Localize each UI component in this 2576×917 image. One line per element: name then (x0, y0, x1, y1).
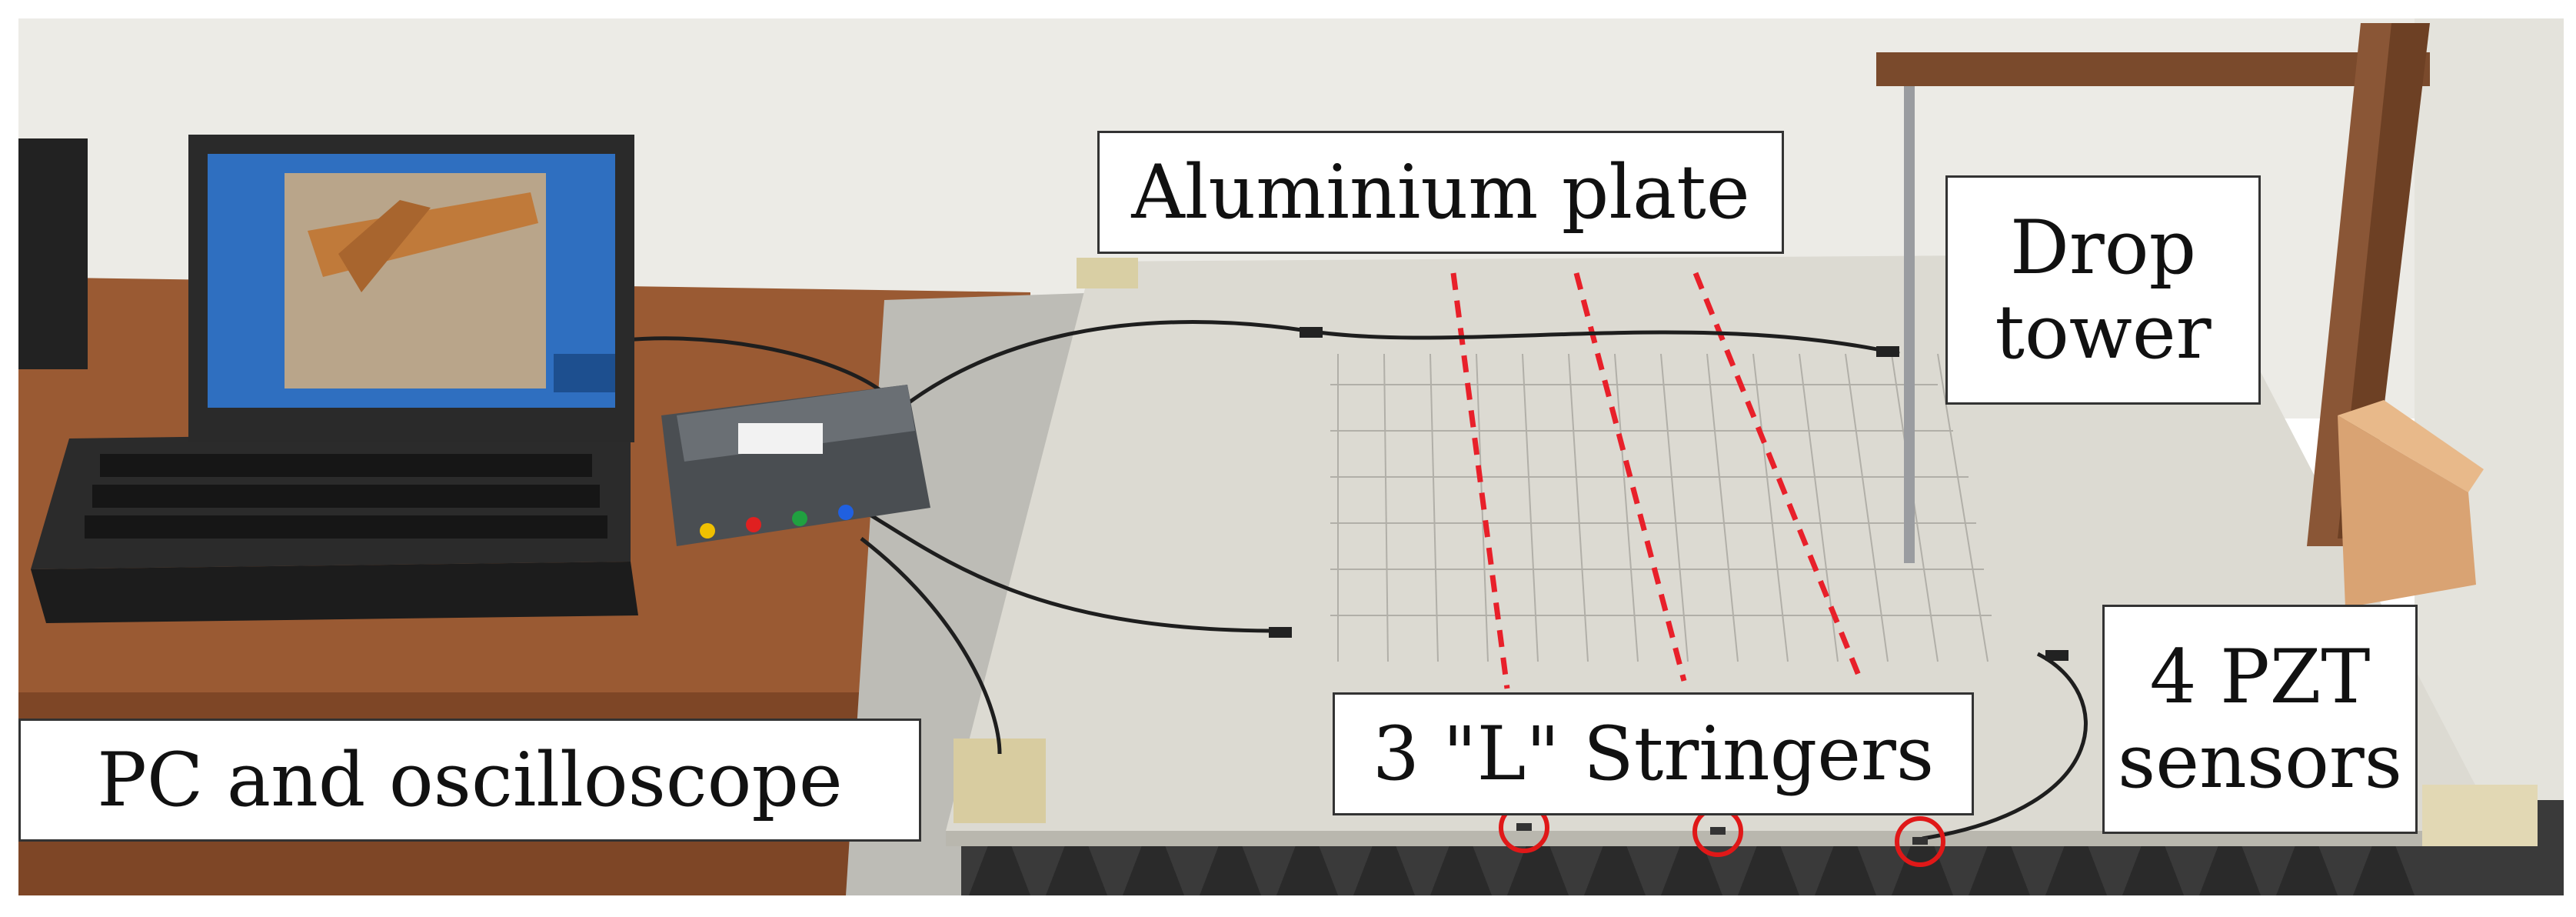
label-aluminium-plate: Aluminium plate (1097, 131, 1784, 254)
label-stringers: 3 "L" Stringers (1333, 692, 1974, 815)
speaker (18, 138, 88, 369)
label-drop-tower: Drop tower (1945, 175, 2261, 405)
laptop-base (31, 562, 638, 623)
drop-tower-beam (1876, 52, 2430, 86)
sensor-circle-3 (1895, 816, 1945, 867)
drop-rod (1904, 86, 1915, 563)
drop-tower-base (2338, 415, 2476, 608)
stringer-line-2 (1573, 272, 1687, 682)
stringer-line-3 (1692, 272, 1864, 682)
stringer-line-1 (1450, 272, 1510, 689)
label-pzt-sensors: 4 PZT sensors (2102, 605, 2418, 834)
label-pc-oscilloscope: PC and oscilloscope (18, 719, 921, 842)
